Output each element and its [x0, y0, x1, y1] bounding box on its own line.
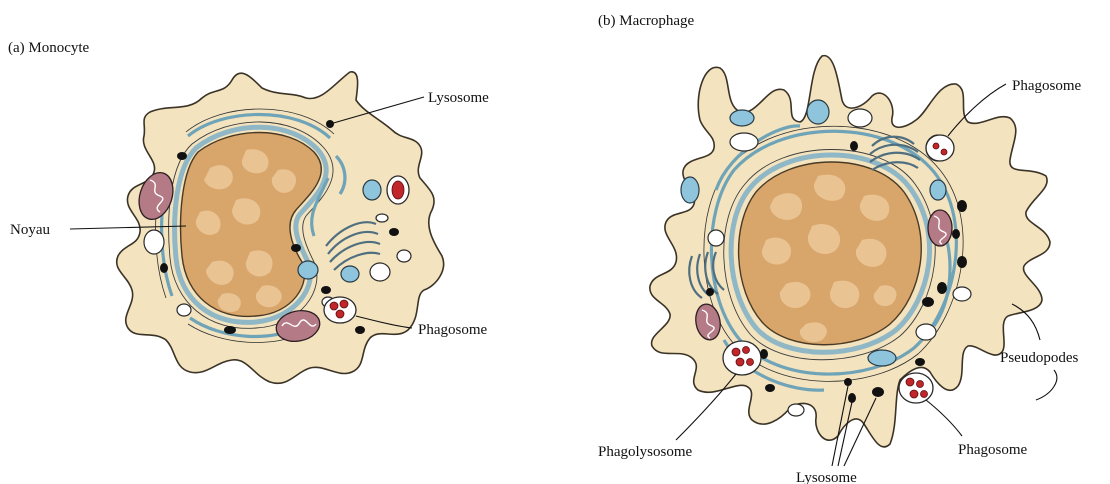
macrophage-phagosome-top [926, 135, 954, 161]
monocyte-vesicle-clear [144, 230, 164, 254]
monocyte-lysosome [389, 228, 399, 236]
monocyte-vesicle-clear [376, 214, 388, 222]
macrophage-lysosome [706, 288, 714, 296]
macrophage-vesicle-clear [730, 133, 758, 151]
macrophage-pseudopodes-leader-2 [1036, 370, 1057, 400]
macrophage-panel: (b) Macrophage [598, 13, 1082, 484]
macrophage-phagosome-top-label: Phagosome [1012, 78, 1082, 94]
macrophage-vesicle-blue [930, 180, 946, 200]
monocyte-lysosome [224, 326, 236, 334]
macrophage-lysosome [848, 393, 856, 403]
macrophage-vesicle-blue [730, 110, 754, 126]
monocyte-lysosome [291, 244, 301, 252]
macrophage-vesicle-clear [788, 404, 804, 416]
macrophage-lysosome [957, 200, 967, 212]
monocyte-lysosome [321, 286, 331, 294]
macrophage-lysosome [915, 358, 925, 366]
macrophage-lysosome [957, 256, 967, 268]
macrophage-vesicle-blue [807, 100, 829, 124]
monocyte-lysosome [177, 152, 187, 160]
monocyte-vesicle-blue [363, 180, 381, 200]
monocyte-vesicle-clear [397, 250, 411, 262]
macrophage-phagosome-bottom-label: Phagosome [958, 442, 1028, 458]
macrophage-phagolysosome-label: Phagolysosome [598, 444, 693, 460]
macrophage-vesicle-clear [916, 324, 936, 340]
monocyte-vesicle-blue [341, 266, 359, 282]
monocyte-noyau-label: Noyau [10, 222, 50, 238]
macrophage-vesicle-clear [708, 230, 724, 246]
monocyte-vesicle-clear [370, 263, 390, 281]
macrophage-lysosome-label: Lysosome [796, 470, 857, 484]
macrophage-lysosome [937, 282, 947, 294]
macrophage-lysosome [922, 297, 934, 307]
monocyte-panel: (a) Monocyte [8, 40, 489, 383]
monocyte-phagosome-upper [387, 176, 409, 204]
macrophage-lysosome [952, 229, 960, 239]
macrophage-lysosome [872, 387, 884, 397]
macrophage-lysosome [850, 141, 858, 151]
monocyte-vesicle-clear [177, 304, 191, 316]
macrophage-pseudopodes-label: Pseudopodes [1000, 350, 1078, 366]
macrophage-mitochondrion-right [928, 210, 952, 246]
macrophage-phagosome-bottom-leader [926, 400, 962, 436]
macrophage-phagosome-bottom [899, 373, 933, 403]
macrophage-title: (b) Macrophage [598, 13, 695, 29]
monocyte-phagosome-label: Phagosome [418, 322, 488, 338]
macrophage-lysosome [765, 384, 775, 392]
monocyte-lysosome [355, 326, 365, 334]
monocyte-phagosome [324, 297, 356, 323]
monocyte-lysosome-label: Lysosome [428, 90, 489, 106]
macrophage-lysosome [844, 378, 852, 386]
monocyte-lysosome [160, 263, 168, 273]
monocyte-title: (a) Monocyte [8, 40, 90, 56]
macrophage-vesicle-blue [868, 350, 896, 366]
macrophage-vesicle-clear [848, 109, 872, 127]
macrophage-vesicle-blue [681, 177, 699, 203]
monocyte-vesicle-blue [298, 261, 318, 279]
macrophage-vesicle-clear [953, 287, 971, 301]
